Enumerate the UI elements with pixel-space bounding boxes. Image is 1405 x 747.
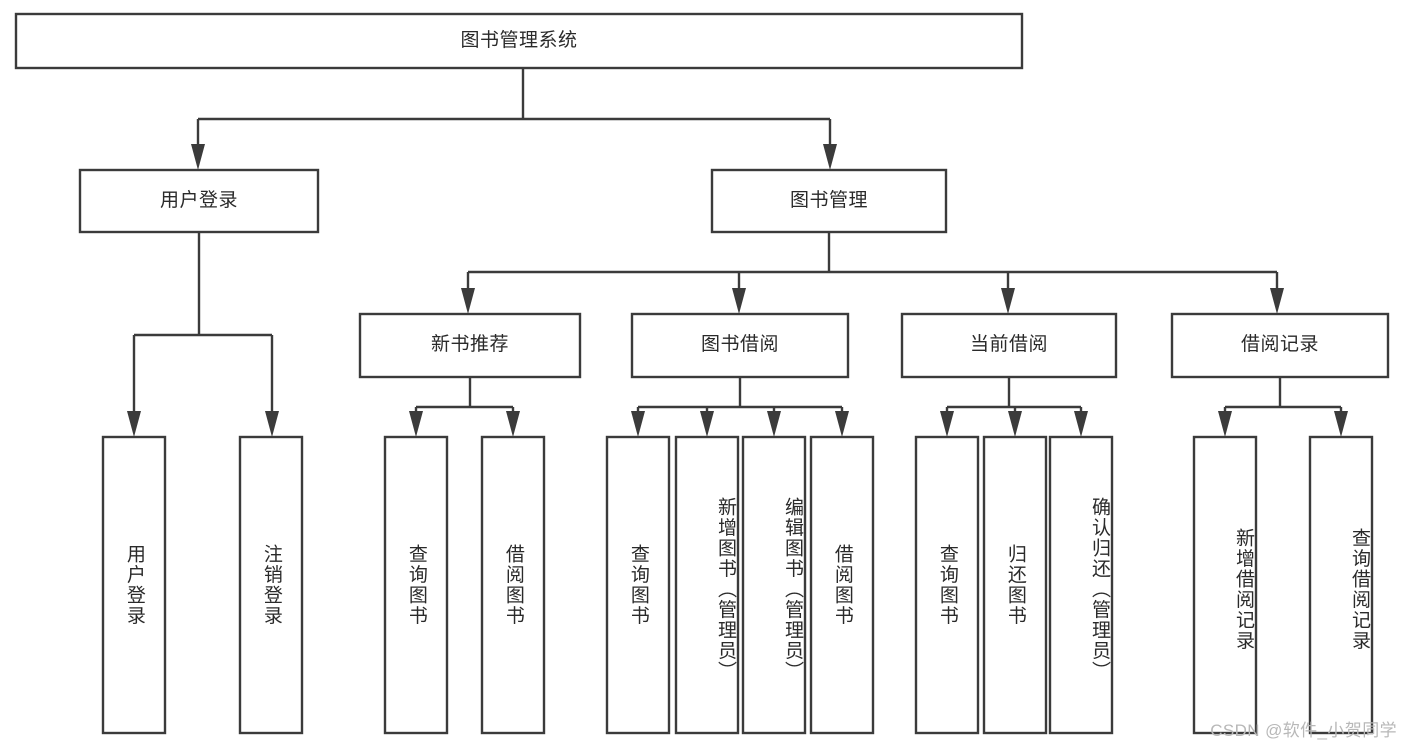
node-box-l-q2[interactable] [605, 435, 671, 735]
node-box-l-q1[interactable] [383, 435, 449, 735]
node-box-l-q3[interactable] [914, 435, 980, 735]
watermark: CSDN @软件_小贺同学 [1210, 721, 1397, 740]
connector-newbook-fanout [409, 377, 520, 437]
connector-borrow-fanout [631, 377, 849, 437]
connector-layer [127, 68, 1348, 437]
node-box-bookmgmt[interactable] [710, 168, 948, 234]
node-box-current[interactable] [900, 312, 1118, 379]
node-box-l-login[interactable] [101, 435, 167, 735]
node-box-l-add[interactable] [674, 435, 740, 735]
node-box-records[interactable] [1170, 312, 1390, 379]
node-box-login[interactable] [78, 168, 320, 234]
connector-login-fanout [127, 232, 279, 437]
node-box-borrow[interactable] [630, 312, 850, 379]
node-box-l-addrec[interactable] [1192, 435, 1258, 735]
node-box-l-edit[interactable] [741, 435, 807, 735]
node-box-l-b2[interactable] [809, 435, 875, 735]
node-box-l-logout[interactable] [238, 435, 304, 735]
node-box-newbook[interactable] [358, 312, 582, 379]
node-box-l-confirm[interactable] [1048, 435, 1114, 735]
node-box-l-return[interactable] [982, 435, 1048, 735]
node-box-root[interactable] [14, 12, 1024, 70]
connector-bookmgmt-fanout [461, 232, 1284, 314]
connector-current-fanout [940, 377, 1088, 437]
node-box-l-qrec[interactable] [1308, 435, 1374, 735]
connector-root-fanout [191, 68, 837, 170]
connector-records-fanout [1218, 377, 1348, 437]
node-box-layer [14, 12, 1390, 735]
node-box-l-b1[interactable] [480, 435, 546, 735]
